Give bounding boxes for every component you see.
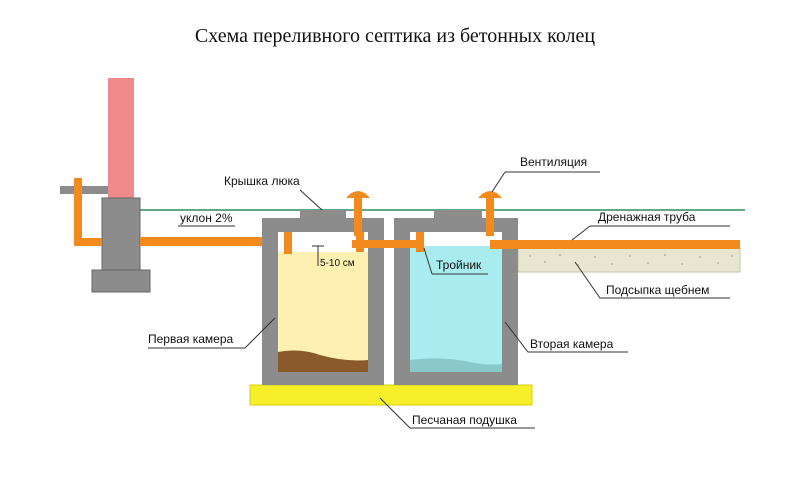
diagram-title: Схема переливного септика из бетонных ко… bbox=[195, 25, 596, 47]
gap-label: 5-10 см bbox=[320, 258, 355, 269]
vent-pipe-2 bbox=[486, 196, 494, 236]
house-riser bbox=[108, 78, 134, 198]
hatch-cover-label: Крышка люка bbox=[224, 174, 300, 188]
sand-cushion-label: Песчаная подушка bbox=[412, 413, 517, 427]
vent-cap-1 bbox=[346, 191, 370, 198]
first-chamber-label: Первая камера bbox=[148, 332, 234, 346]
second-chamber-water bbox=[410, 246, 502, 372]
hatch-cover-leader bbox=[299, 189, 323, 211]
house-pipe-elbow bbox=[74, 178, 102, 246]
inlet-tee bbox=[284, 232, 292, 254]
vent-cap-2 bbox=[478, 191, 502, 198]
inspection-well-base bbox=[91, 269, 151, 293]
gravel-leader bbox=[574, 261, 730, 299]
second-chamber-sediment bbox=[410, 358, 502, 372]
overflow-tee-right bbox=[416, 232, 424, 252]
overflow-pipe bbox=[352, 240, 416, 248]
hatch-cover-lid bbox=[300, 210, 346, 218]
wall-shelf bbox=[60, 186, 108, 194]
drain-pipe-label: Дренажная труба bbox=[598, 210, 696, 224]
first-chamber-leader bbox=[148, 317, 276, 349]
gravel-bed bbox=[517, 247, 741, 273]
slope-label: уклон 2% bbox=[180, 211, 233, 225]
drain-pipe bbox=[490, 240, 740, 249]
tee-leader bbox=[423, 247, 433, 275]
inlet-pipe bbox=[140, 237, 270, 246]
vent-pipe-1 bbox=[354, 196, 362, 236]
sand-cushion bbox=[249, 384, 533, 406]
ventilation-label: Вентиляция bbox=[520, 155, 587, 169]
sand-cushion-leader bbox=[379, 397, 535, 429]
second-chamber-lid bbox=[434, 210, 482, 218]
second-chamber-label: Вторая камера bbox=[530, 337, 614, 351]
inspection-well bbox=[101, 197, 141, 271]
overflow-tee-left bbox=[356, 232, 364, 252]
tee-label: Тройник bbox=[436, 258, 482, 272]
first-chamber-sludge bbox=[278, 350, 368, 372]
gravel-bed-label: Подсыпка щебнем bbox=[606, 283, 709, 297]
second-chamber-leader bbox=[504, 321, 628, 353]
gravel-texture bbox=[529, 254, 733, 266]
